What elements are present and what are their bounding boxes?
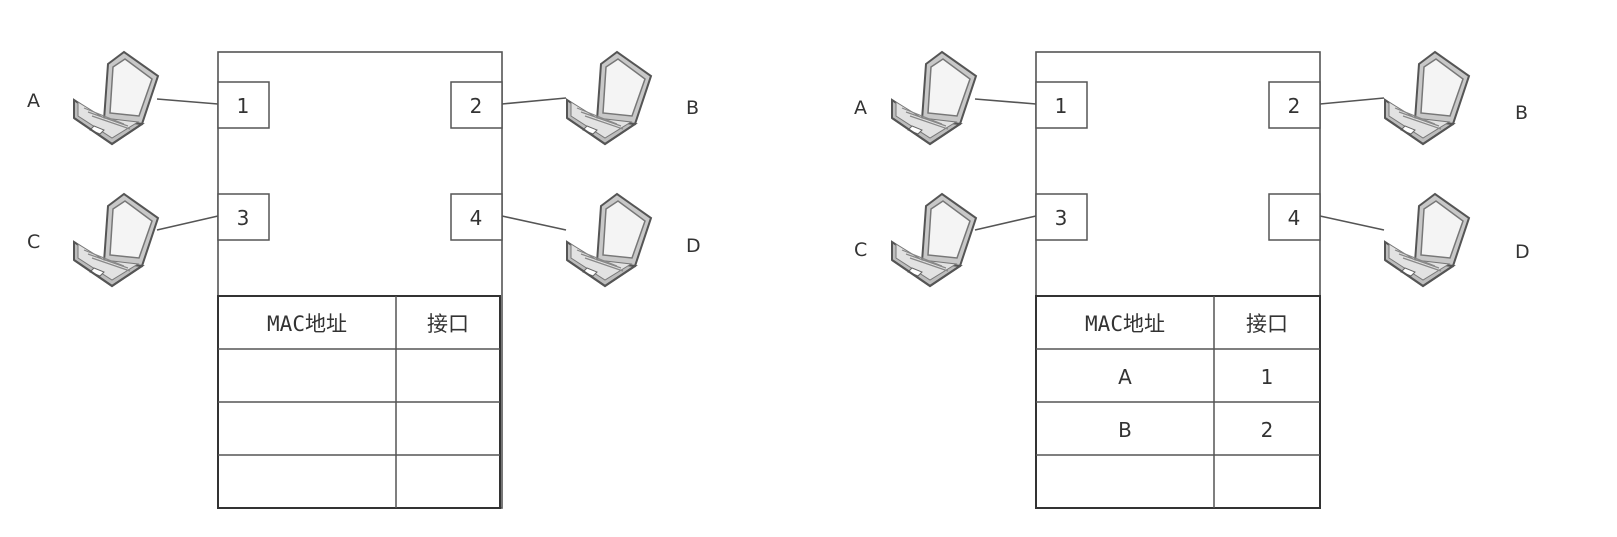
port-2: 2 [1268, 81, 1321, 129]
host-label-d: D [1515, 241, 1530, 263]
port-4: 4 [1268, 193, 1321, 241]
port-4-label: 4 [1288, 206, 1301, 230]
laptop-c-icon [891, 193, 977, 287]
mac-table-header-port: 接口 [1246, 312, 1288, 336]
mac-table-cell: 1 [1261, 365, 1274, 389]
mac-table: MAC地址 接口 A 1 B 2 [1035, 295, 1321, 509]
cable-d [501, 215, 567, 231]
host-label-c: C [27, 231, 40, 253]
mac-table-cell: B [1118, 418, 1132, 442]
laptop-a-icon [891, 51, 977, 145]
host-label-c: C [854, 239, 867, 261]
port-4-label: 4 [470, 206, 483, 230]
host-label-a: A [27, 90, 40, 112]
laptop-b-icon [1384, 51, 1470, 145]
port-2-label: 2 [470, 94, 483, 118]
diagram-right: 1 2 3 4 A B C D MAC地 [854, 51, 1530, 509]
laptop-d-icon [1384, 193, 1470, 287]
port-3-label: 3 [237, 206, 250, 230]
port-1: 1 [1035, 81, 1088, 129]
diagram-left: 1 2 3 4 A B C D [27, 51, 701, 509]
laptop-d-icon [566, 193, 652, 287]
laptop-b-icon [566, 51, 652, 145]
cable-c [974, 215, 1037, 231]
port-4: 4 [450, 193, 503, 241]
mac-table-header-mac: MAC地址 [1085, 312, 1165, 336]
port-3-label: 3 [1055, 206, 1068, 230]
host-label-a: A [854, 97, 867, 119]
port-3: 3 [1035, 193, 1088, 241]
port-1-label: 1 [237, 94, 250, 118]
cable-b [1319, 97, 1385, 105]
host-label-b: B [686, 97, 699, 119]
mac-table: MAC地址 接口 [217, 295, 501, 509]
cable-d [1319, 215, 1385, 231]
port-2-label: 2 [1288, 94, 1301, 118]
port-3: 3 [217, 193, 270, 241]
port-1-label: 1 [1055, 94, 1068, 118]
laptop-a-icon [73, 51, 159, 145]
port-2: 2 [450, 81, 503, 129]
mac-table-header-mac: MAC地址 [267, 312, 347, 336]
mac-table-cell: A [1118, 365, 1132, 389]
host-label-b: B [1515, 102, 1528, 124]
mac-table-cell: 2 [1261, 418, 1274, 442]
cable-c [156, 215, 219, 231]
port-1: 1 [217, 81, 270, 129]
host-label-d: D [686, 235, 701, 257]
mac-table-header-port: 接口 [427, 312, 469, 336]
cable-b [501, 97, 567, 105]
cable-a [974, 98, 1037, 105]
cable-a [156, 98, 219, 105]
laptop-c-icon [73, 193, 159, 287]
